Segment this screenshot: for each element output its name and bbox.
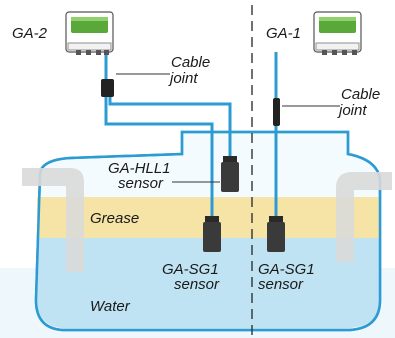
label-ga1: GA-1 <box>266 25 301 42</box>
label-ga2: GA-2 <box>12 25 48 42</box>
cable-joint-left <box>101 79 114 97</box>
label-cable-joint-left-2: joint <box>168 70 198 87</box>
water-layer <box>37 238 379 328</box>
cable-ga2-to-sg1 <box>104 96 214 218</box>
sensor-sg1-right <box>267 216 285 252</box>
label-water: Water <box>90 298 131 315</box>
label-grease: Grease <box>90 210 139 227</box>
label-cable-joint-right-2: joint <box>337 102 367 119</box>
label-sg1-right-1: GA-SG1 <box>258 261 315 278</box>
leader-lines <box>116 73 340 183</box>
cable-joint-right <box>273 98 280 126</box>
label-sg1-left-2: sensor <box>174 276 220 293</box>
inlet-pipe <box>22 168 84 272</box>
sensor-sg1-left <box>203 216 221 252</box>
controller-ga2 <box>65 11 114 55</box>
label-hll1-1: GA-HLL1 <box>108 160 171 177</box>
label-hll1-2: sensor <box>118 175 164 192</box>
cables <box>104 52 278 218</box>
sensor-hll1 <box>221 156 239 192</box>
label-sg1-left-1: GA-SG1 <box>162 261 219 278</box>
cable-ga2-to-hll1 <box>108 96 232 156</box>
label-cable-joint-right-1: Cable <box>341 86 380 103</box>
label-cable-joint-left-1: Cable <box>171 54 210 71</box>
outlet-pipe <box>336 172 392 262</box>
label-sg1-right-2: sensor <box>258 276 304 293</box>
controller-ga1 <box>313 11 362 55</box>
